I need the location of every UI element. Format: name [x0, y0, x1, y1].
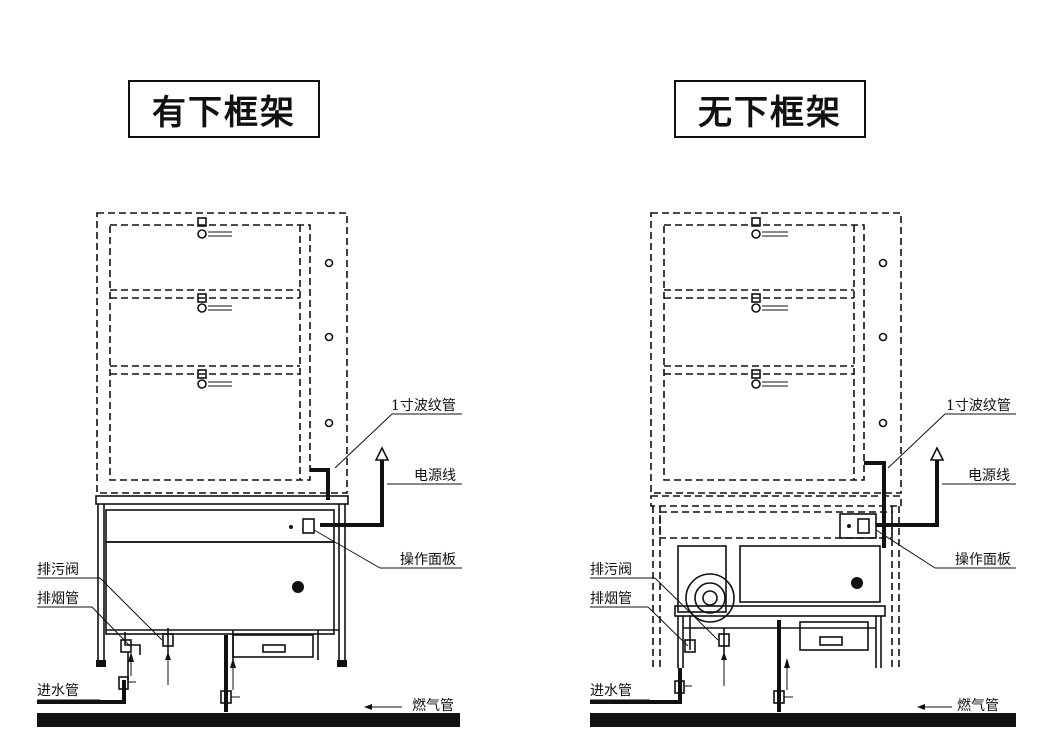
title-with-lower-frame: 有下框架 — [128, 80, 320, 138]
left-door-handle-icon — [197, 217, 232, 239]
right-burner-box — [799, 621, 869, 651]
right-water-inlet-pipe — [590, 668, 682, 704]
left-door-handle-icon — [197, 293, 232, 313]
left-corrugated-pipe — [310, 468, 330, 500]
left-door-handle-icon — [197, 369, 232, 389]
left-inner-frame — [109, 224, 311, 481]
right-fan-housing — [677, 545, 727, 613]
right-door-handle-icon — [751, 293, 788, 313]
left-label-flue-pipe: 排烟管 — [37, 591, 79, 607]
right-water-valve-icon — [674, 680, 685, 694]
left-diagram: 1寸波纹管 电源线 操作面板 排污阀 排烟管 进水管 燃气管 — [37, 212, 462, 727]
left-side-knob-icon — [324, 418, 334, 428]
right-ground-bar — [590, 713, 1016, 727]
left-gas-arrow-icon — [364, 704, 372, 710]
right-control-panel-box — [857, 518, 870, 534]
left-port-dot — [292, 581, 304, 593]
right-stand-top — [674, 605, 886, 617]
left-label-water-inlet: 进水管 — [37, 683, 79, 699]
left-power-arrow-icon — [374, 446, 390, 461]
right-door-handle-icon — [751, 217, 788, 239]
right-inner-frame — [663, 224, 865, 481]
left-water-inlet-pipe — [37, 680, 126, 704]
left-side-knob-icon — [324, 258, 334, 268]
right-corrugated-pipe — [864, 461, 886, 548]
left-control-cabinet — [105, 509, 335, 543]
right-side-knob-icon — [878, 418, 888, 428]
right-side-knob-icon — [878, 332, 888, 342]
left-side-knob-icon — [324, 332, 334, 342]
left-label-drain-valve: 排污阀 — [37, 562, 79, 578]
right-label-corrugated-pipe: 1寸波纹管 — [946, 398, 1011, 414]
right-side-knob-icon — [878, 258, 888, 268]
left-water-valve-icon — [118, 676, 129, 690]
right-label-water-inlet: 进水管 — [590, 683, 632, 699]
left-power-cord — [320, 458, 384, 527]
right-gas-arrow-icon — [917, 704, 925, 710]
right-label-drain-valve: 排污阀 — [590, 562, 632, 578]
left-label-gas-pipe: 燃气管 — [412, 697, 454, 714]
right-label-control-panel: 操作面板 — [955, 552, 1011, 568]
right-port-dot — [851, 577, 863, 589]
left-label-control-panel: 操作面板 — [400, 552, 456, 568]
right-tank — [739, 545, 881, 603]
right-diagram: 1寸波纹管 电源线 操作面板 排污阀 排烟管 进水管 燃气管 — [590, 212, 1016, 727]
left-boiler-body — [105, 541, 335, 635]
right-power-arrow-icon — [929, 446, 945, 461]
left-leader-panel — [313, 529, 381, 569]
title-without-lower-frame: 无下框架 — [674, 80, 866, 138]
right-base-frame-dashed — [650, 495, 902, 507]
left-upper-cabinet-outline — [96, 212, 348, 494]
right-label-power-cord: 电源线 — [968, 468, 1010, 484]
left-label-corrugated-pipe: 1寸波纹管 — [391, 398, 456, 414]
left-foot — [96, 660, 106, 667]
left-foot — [337, 660, 347, 667]
left-control-panel-box — [302, 518, 315, 534]
right-label-flue-pipe: 排烟管 — [590, 591, 632, 607]
left-indicator-dot — [289, 525, 293, 529]
right-door-handle-icon — [751, 369, 788, 389]
left-base-top-plate — [95, 495, 349, 505]
right-power-cord — [876, 458, 939, 527]
left-ground-bar — [37, 713, 460, 727]
left-burner-box — [232, 634, 314, 658]
right-upper-cabinet-outline — [650, 212, 902, 494]
left-leader-pipe — [334, 413, 393, 469]
right-fan-icon — [685, 573, 735, 623]
left-label-power-cord: 电源线 — [414, 468, 456, 484]
right-label-gas-pipe: 燃气管 — [957, 697, 999, 714]
